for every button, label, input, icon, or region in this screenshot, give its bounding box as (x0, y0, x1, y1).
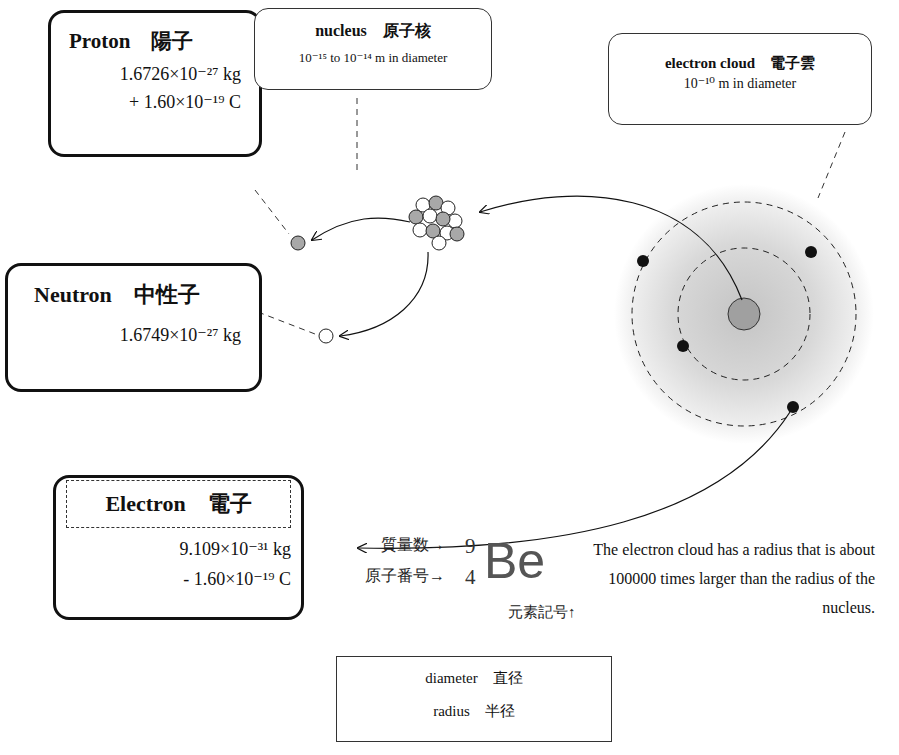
neutron-dot (319, 329, 333, 343)
mass-number: 9 (465, 534, 476, 559)
node-value: - 1.60×10⁻¹⁹ C (66, 568, 291, 590)
nucleus-box: nucleus 原子核 10⁻¹⁵ to 10⁻¹⁴ m in diameter (254, 8, 492, 90)
atomic-number-label: 原子番号→ (365, 566, 445, 587)
nucleus-dot (728, 298, 760, 330)
node-value: radius 半径 (345, 702, 603, 721)
node-value: 10⁻¹⁰ m in diameter (617, 75, 863, 92)
node-heading: nucleus 原子核 (263, 21, 483, 42)
node-value: 9.109×10⁻³¹ kg (66, 538, 291, 560)
node-heading: Proton 陽子 (69, 27, 241, 55)
node-value: 1.6726×10⁻²⁷ kg (69, 63, 241, 85)
neutron-box: Neutron 中性子 1.6749×10⁻²⁷ kg (5, 263, 262, 392)
proton-dot (291, 236, 305, 250)
proton-box: Proton 陽子 1.6726×10⁻²⁷ kg + 1.60×10⁻¹⁹ C (48, 10, 262, 157)
node-heading: Electron 電子 (66, 480, 291, 528)
legend-box: diameter 直径 radius 半径 (336, 656, 612, 742)
note-text: The electron cloud has a radius that is … (560, 535, 875, 622)
leader-lines (255, 98, 845, 334)
orbit (678, 248, 810, 380)
nucleus-cluster (409, 196, 464, 250)
element-symbol: Be (484, 536, 545, 586)
electron-cloud-box: electron cloud 電子雲 10⁻¹⁰ m in diameter (608, 33, 872, 125)
orbit (632, 202, 856, 426)
atomic-number: 4 (465, 565, 476, 590)
electron-box: Electron 電子 9.109×10⁻³¹ kg - 1.60×10⁻¹⁹ C (53, 475, 304, 620)
arrows (312, 196, 790, 548)
element-symbol-label: 元素記号↑ (508, 603, 576, 622)
node-value: 10⁻¹⁵ to 10⁻¹⁴ m in diameter (263, 50, 483, 66)
electron-cloud (614, 184, 874, 444)
node-value: + 1.60×10⁻¹⁹ C (69, 91, 241, 113)
mass-number-label: 質量数→ (381, 535, 445, 556)
node-heading: Neutron 中性子 (34, 280, 241, 310)
electrons (637, 246, 817, 413)
node-heading: electron cloud 電子雲 (617, 54, 863, 73)
node-value: 1.6749×10⁻²⁷ kg (34, 324, 241, 346)
node-heading: diameter 直径 (345, 669, 603, 688)
